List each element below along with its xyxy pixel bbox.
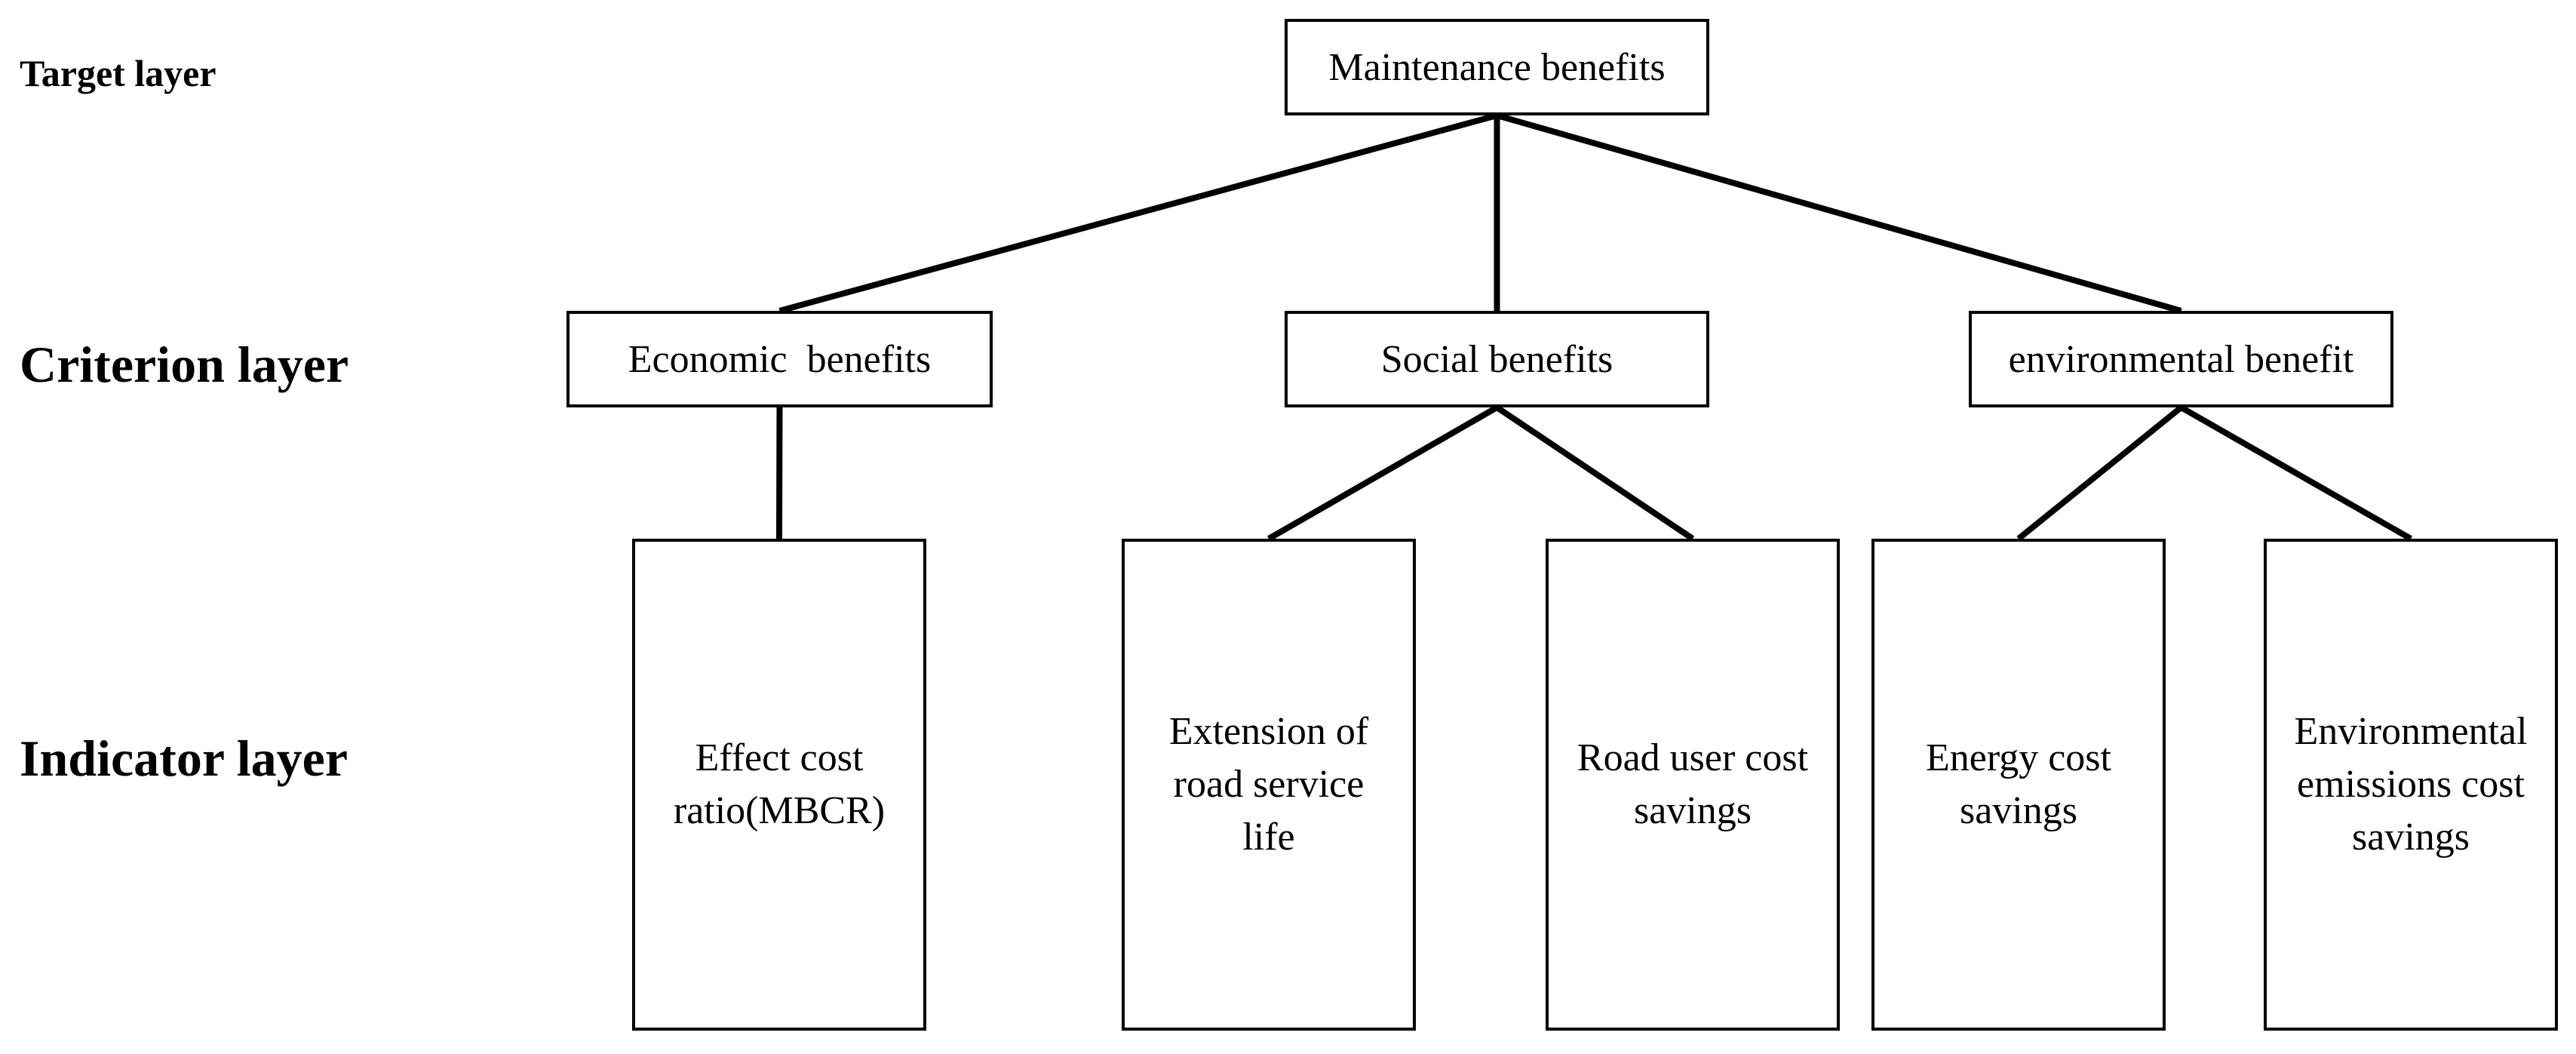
- criterion-node-environmental: environmental benefit: [1969, 311, 2393, 407]
- target-node-label: Maintenance benefits: [1328, 45, 1666, 89]
- criterion-node-economic: Economic benefits: [566, 311, 993, 407]
- edge-group: [776, 112, 2412, 542]
- indicator-node-environmental-emissions-cost-savings: Environmental emissions cost savings: [2264, 539, 2558, 1031]
- indicator-node-label: Environmental emissions cost savings: [2294, 710, 2528, 859]
- criterion-layer-label: Criterion layer: [20, 336, 349, 393]
- criterion-node-label: environmental benefit: [2008, 337, 2354, 381]
- arrow-social-to-indicator-3: [1495, 404, 1695, 542]
- indicator-node-label: Effect cost ratio(MBCR): [673, 736, 886, 832]
- arrow-target-to-environmental: [1496, 112, 2182, 314]
- indicator-node-extension-of-service-life: Extension of road service life: [1122, 539, 1416, 1031]
- indicator-node-effect-cost-ratio: Effect cost ratio(MBCR): [632, 539, 926, 1031]
- arrow-economic-to-indicator-1: [776, 407, 783, 539]
- indicator-node-road-user-cost-savings: Road user cost savings: [1546, 539, 1840, 1031]
- indicator-layer-label: Indicator layer: [20, 730, 348, 787]
- arrow-social-to-indicator-2: [1267, 404, 1499, 542]
- criterion-node-social: Social benefits: [1285, 311, 1709, 407]
- arrow-environmental-to-indicator-4: [2016, 404, 2184, 542]
- indicator-node-energy-cost-savings: Energy cost savings: [1871, 539, 2166, 1031]
- target-layer-label: Target layer: [20, 52, 216, 94]
- indicator-node-label: Road user cost savings: [1577, 736, 1809, 832]
- arrow-environmental-to-indicator-5: [2179, 404, 2412, 542]
- indicator-node-label: Extension of road service life: [1168, 710, 1369, 859]
- criterion-node-label: Economic benefits: [628, 337, 932, 381]
- criterion-node-label: Social benefits: [1380, 337, 1613, 381]
- target-node-maintenance-benefits: Maintenance benefits: [1285, 19, 1709, 115]
- indicator-node-label: Energy cost savings: [1926, 736, 2111, 832]
- arrow-target-to-economic: [778, 112, 1498, 314]
